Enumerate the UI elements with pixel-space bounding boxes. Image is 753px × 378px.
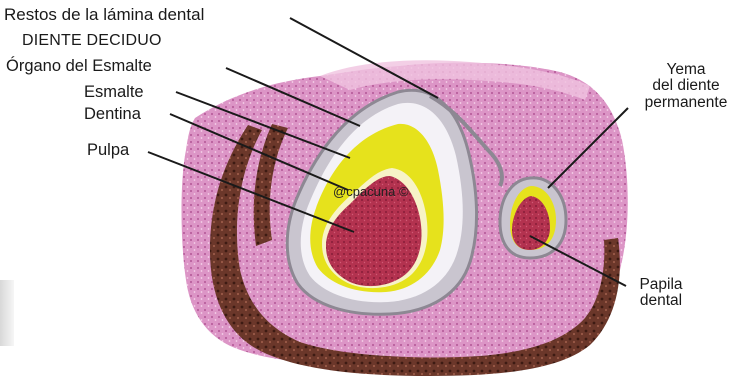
label-papila-dental: Papila dental bbox=[628, 277, 694, 310]
label-pulpa: Pulpa bbox=[87, 142, 129, 159]
label-organo-esmalte: Órgano del Esmalte bbox=[6, 58, 152, 75]
watermark: @cpacuna © bbox=[333, 185, 409, 199]
label-yema-line1: Yema bbox=[620, 62, 752, 78]
label-papila-line1: Papila bbox=[628, 277, 694, 293]
label-yema-line3: permanente bbox=[620, 95, 752, 111]
edge-shadow bbox=[0, 280, 14, 346]
label-dentina: Dentina bbox=[84, 106, 141, 123]
label-yema-line2: del diente bbox=[620, 78, 752, 94]
label-diente-deciduo: DIENTE DECIDUO bbox=[22, 33, 162, 50]
label-esmalte: Esmalte bbox=[84, 84, 144, 101]
label-papila-line2: dental bbox=[628, 293, 694, 309]
label-restos-lamina: Restos de la lámina dental bbox=[4, 6, 204, 24]
label-yema-permanente: Yema del diente permanente bbox=[620, 62, 752, 111]
